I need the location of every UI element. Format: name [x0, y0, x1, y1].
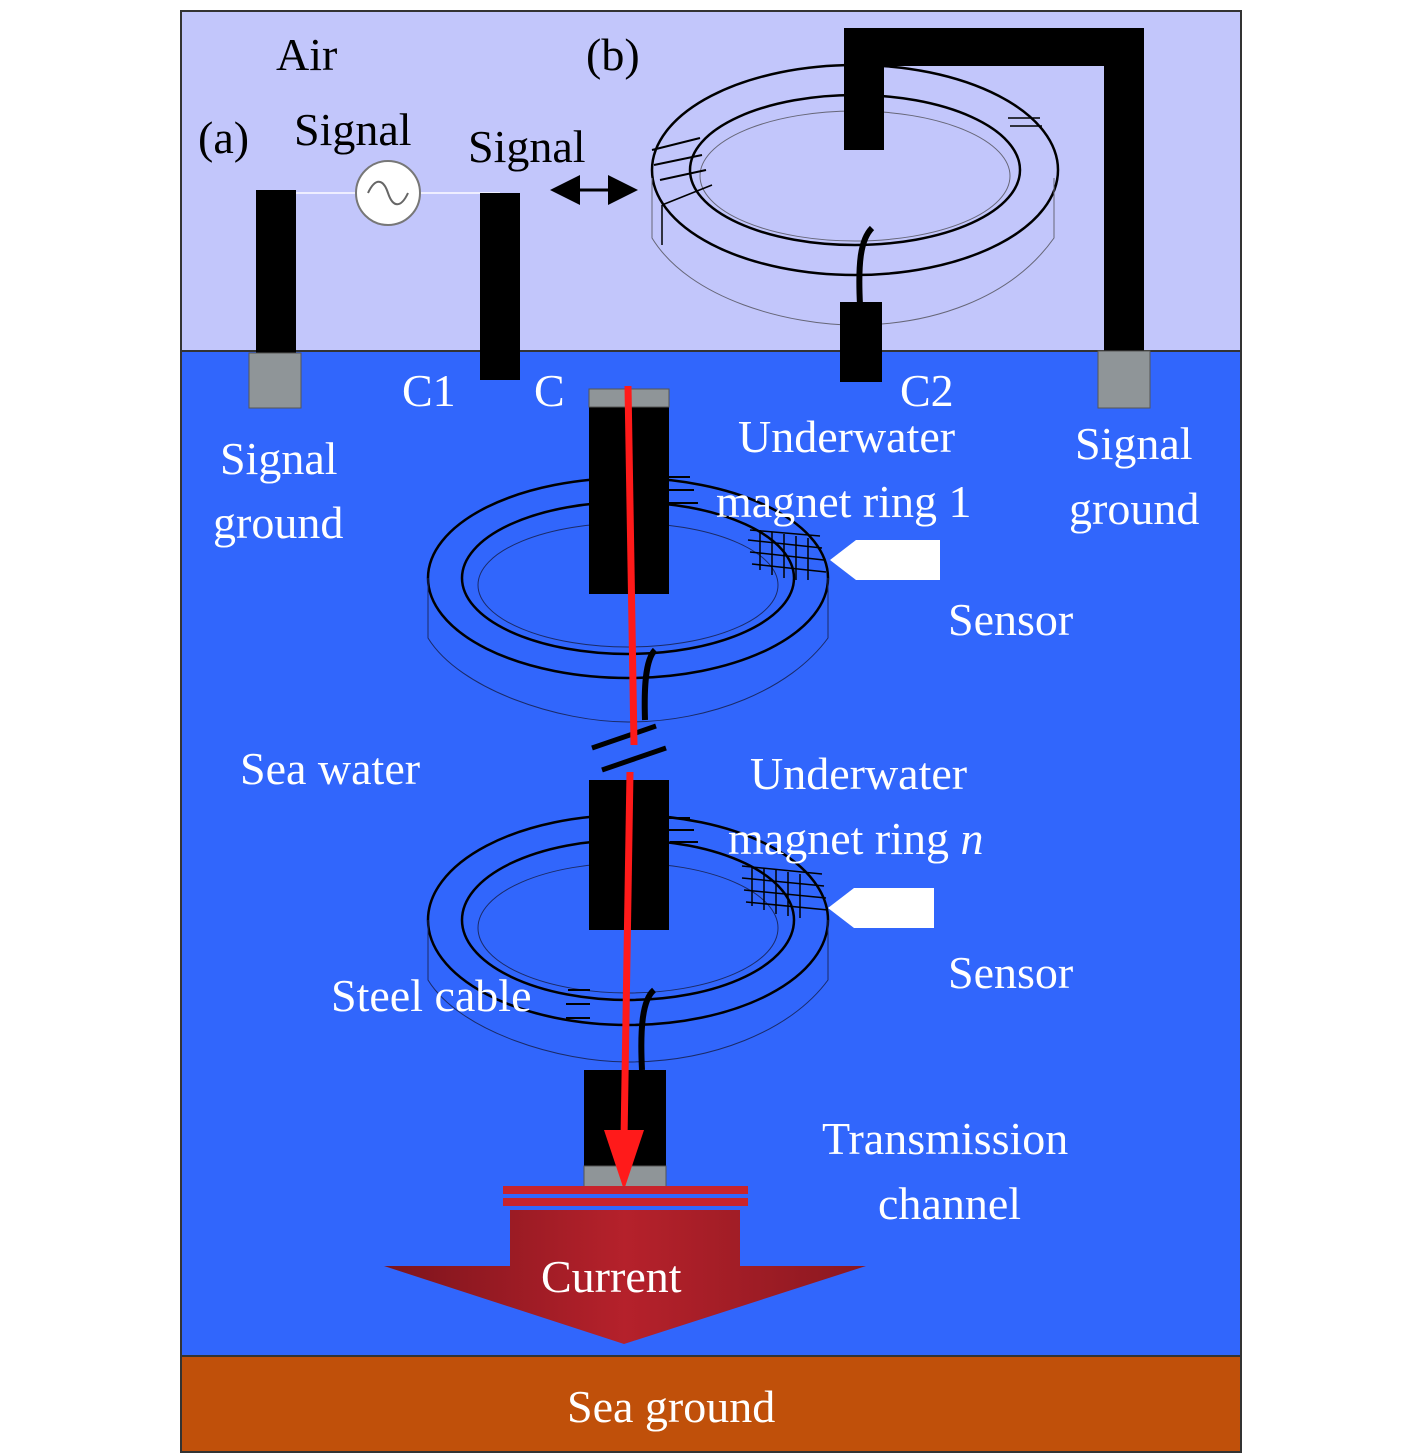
electrode-c1	[480, 193, 520, 380]
signal-ground-left-label-1: Signal	[220, 433, 338, 484]
sensor-pointer-icon-n	[828, 888, 934, 928]
current-label: Current	[541, 1251, 682, 1302]
sea-ground-label: Sea ground	[567, 1381, 775, 1432]
electrode-left	[256, 190, 296, 355]
ring1-label-2: magnet ring 1	[716, 476, 972, 527]
c-label: C	[534, 365, 565, 416]
c2-label: C2	[900, 365, 954, 416]
panel-b-label: (b)	[586, 29, 640, 80]
ringn-label-2: magnet ring n	[728, 813, 984, 864]
ac-source-icon	[355, 160, 421, 226]
cable-break-mark	[591, 723, 667, 773]
panel-a-label: (a)	[198, 112, 249, 163]
transmission-label-1: Transmission	[822, 1113, 1068, 1164]
sensor-pointer-icon	[830, 540, 940, 580]
signal-ground-right-label-1: Signal	[1075, 418, 1193, 469]
signal-source-label: Signal	[294, 104, 412, 155]
ground-wire-b	[844, 28, 1144, 352]
signal-ground-left-label-2: ground	[213, 497, 343, 548]
ringn-label-1: Underwater	[750, 748, 967, 799]
sensor-1-label: Sensor	[948, 594, 1073, 645]
sea-ground-region	[180, 1355, 1242, 1453]
transmission-label-2: channel	[878, 1178, 1021, 1229]
ringn-label-prefix: magnet ring	[728, 813, 961, 864]
current-path	[620, 385, 638, 1141]
sea-water-label: Sea water	[240, 743, 420, 794]
ground-cap-left	[248, 352, 302, 409]
electrode-c2	[840, 302, 882, 382]
c1-label: C1	[402, 365, 456, 416]
sensor-n-label: Sensor	[948, 947, 1073, 998]
ringn-label-var: n	[961, 813, 984, 864]
ring1-label-1: Underwater	[738, 411, 955, 462]
panel-a	[248, 160, 520, 409]
signal-ground-right-label-2: ground	[1069, 483, 1199, 534]
current-path-arrowhead	[604, 1130, 644, 1190]
steel-cable-label: Steel cable	[331, 970, 532, 1021]
ground-cap-right	[1097, 350, 1151, 409]
signal-coupling-label: Signal	[468, 121, 586, 172]
current-arrow	[384, 1186, 866, 1344]
air-label: Air	[276, 29, 337, 80]
